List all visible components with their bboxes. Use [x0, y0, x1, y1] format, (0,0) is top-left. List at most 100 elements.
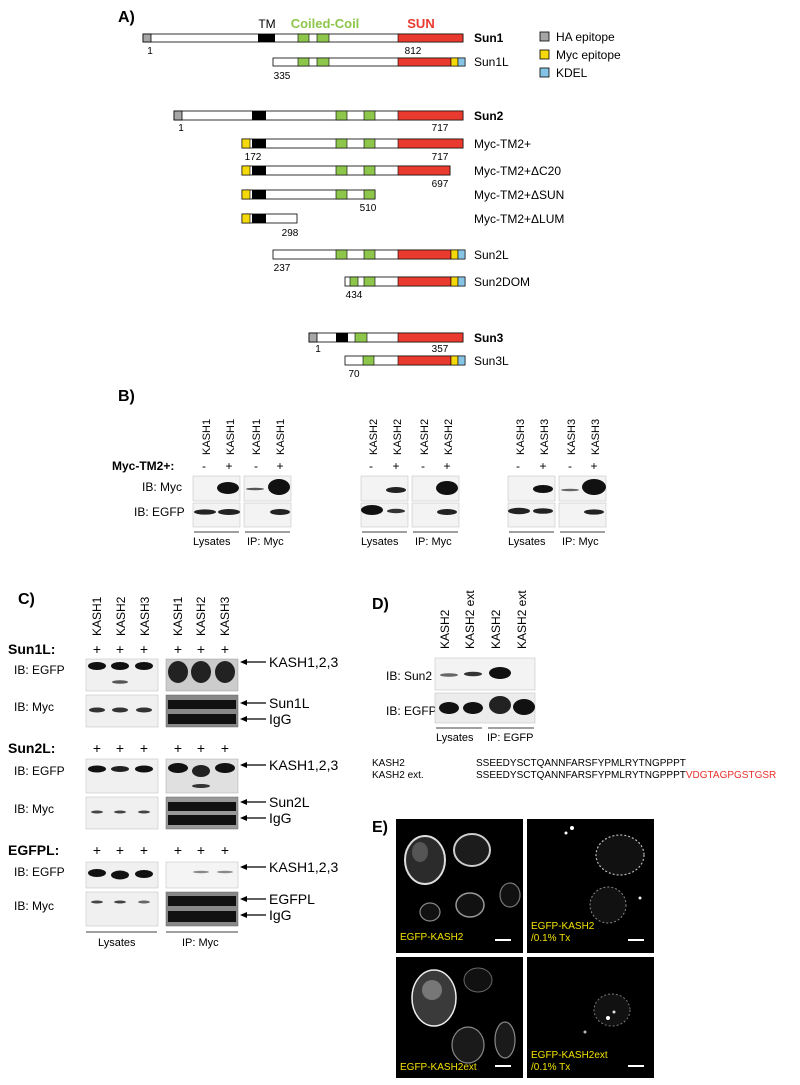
c-block-sun1l: Sun1L: + + + + + + IB: EGFP IB: Myc: [8, 641, 338, 728]
c1-igg-label: IgG: [269, 711, 292, 727]
e-tile-2: EGFP-KASH2 /0.1% Tx: [527, 819, 654, 953]
c1-plus5: +: [197, 641, 205, 657]
construct-sun2dom: 434 Sun2DOM: [344, 275, 530, 301]
b3-lane1: KASH3: [515, 419, 527, 455]
myc-tm2-dsun-end: 510: [360, 203, 377, 214]
b-ib-myc: IB: Myc: [142, 480, 182, 494]
b1-minus1: -: [202, 459, 206, 473]
b2-lysates: Lysates: [361, 536, 399, 548]
b2-lane2: KASH2: [392, 419, 404, 455]
b3-ip: IP: Myc: [562, 536, 599, 548]
sun2l-label: Sun2L: [474, 248, 509, 262]
d-ib-sun2: IB: Sun2: [386, 669, 432, 683]
c-ip-lane3: KASH3: [218, 596, 232, 636]
c3-plus5: +: [197, 842, 205, 858]
b2-lane1: KASH2: [368, 419, 380, 455]
sun2-start: 1: [178, 123, 184, 134]
c-lys-lane1: KASH1: [90, 596, 104, 636]
b2-lane3: KASH2: [419, 419, 431, 455]
c1-ib-myc: IB: Myc: [14, 700, 54, 714]
e-tile2-sub: /0.1% Tx: [531, 933, 570, 944]
myc-tm2-label: Myc-TM2+: [474, 137, 531, 151]
c1-kash-label: KASH1,2,3: [269, 654, 338, 670]
sun2l-start: 237: [274, 263, 291, 274]
sun1l-label: Sun1L: [474, 55, 509, 69]
c2-plus3: +: [140, 740, 148, 756]
b3-lane4: KASH3: [590, 419, 602, 455]
b2-minus2: -: [421, 459, 425, 473]
c2-plus1: +: [93, 740, 101, 756]
b3-minus1: -: [516, 459, 520, 473]
c2-ib-egfp: IB: EGFP: [14, 764, 65, 778]
b-group-kash2: KASH2 KASH2 KASH2 KASH2 - + - + Lysates …: [360, 419, 460, 548]
b3-plus2: +: [590, 459, 597, 473]
b1-plus2: +: [276, 459, 283, 473]
myc-tm2-dsun-label: Myc-TM2+ΔSUN: [474, 188, 564, 202]
legend: HA epitope Myc epitope KDEL: [539, 30, 621, 80]
panel-d-label: D): [372, 596, 389, 613]
panel-a: A) TM Coiled-Coil SUN HA epitope Myc epi…: [118, 9, 621, 380]
c1-plus6: +: [221, 641, 229, 657]
c-block2-label: Sun2L:: [8, 740, 55, 756]
c3-igg-label: IgG: [269, 907, 292, 923]
c2-band-label: Sun2L: [269, 794, 310, 810]
c-block-egfpl: EGFPL: + + + + + + IB: EGFP IB: Myc: [8, 842, 338, 927]
panel-e: E) EGFP-KASH2 EGFP-KASH2 /0.1% Tx: [372, 819, 654, 1078]
c3-plus4: +: [174, 842, 182, 858]
b-ib-egfp: IB: EGFP: [134, 505, 185, 519]
e-tile4-label: EGFP-KASH2ext: [531, 1050, 608, 1061]
b-group-kash3: KASH3 KASH3 KASH3 KASH3 - + - + Lysates …: [507, 419, 607, 548]
b3-lane2: KASH3: [539, 419, 551, 455]
construct-sun1: 1 812 Sun1: [142, 31, 504, 57]
sun3-end: 357: [432, 344, 449, 355]
c-block-sun2l: Sun2L: + + + + + + IB: EGFP IB: Myc: [8, 740, 338, 830]
e-tile4-sub: /0.1% Tx: [531, 1062, 570, 1073]
b3-lysates: Lysates: [508, 536, 546, 548]
c-ip: IP: Myc: [182, 937, 219, 949]
c1-band-label: Sun1L: [269, 695, 310, 711]
legend-myc-label: Myc epitope: [556, 48, 621, 62]
c-lys-lane3: KASH3: [138, 596, 152, 636]
construct-myc-tm2-dc20: 697 Myc-TM2+ΔC20: [241, 164, 561, 190]
legend-ha-label: HA epitope: [556, 30, 615, 44]
construct-sun3l: 70 Sun3L: [344, 354, 509, 380]
b2-lane4: KASH2: [443, 419, 455, 455]
b1-lane2: KASH1: [225, 419, 237, 455]
myc-tm2-dlum-end: 298: [282, 228, 299, 239]
construct-myc-tm2-dsun: 510 Myc-TM2+ΔSUN: [241, 188, 564, 214]
panel-d: D) KASH2 KASH2 ext KASH2 KASH2 ext IB: S…: [372, 590, 776, 781]
tm-header: TM: [258, 17, 275, 31]
d-seq2-core: SSEEDYSCTQANNFARSFYPMLRYTNGPPPT: [476, 770, 686, 781]
c1-plus1: +: [93, 641, 101, 657]
construct-sun1l: 335 Sun1L: [272, 55, 509, 82]
c-ip-lane1: KASH1: [171, 596, 185, 636]
e-tile-1: EGFP-KASH2: [396, 819, 523, 953]
c-lys-lane2: KASH2: [114, 596, 128, 636]
c3-plus1: +: [93, 842, 101, 858]
legend-kdel-swatch: [539, 67, 550, 78]
c1-plus2: +: [116, 641, 124, 657]
e-tile2-label: EGFP-KASH2: [531, 921, 595, 932]
c3-plus6: +: [221, 842, 229, 858]
myc-tm2-dc20-end: 697: [432, 179, 449, 190]
b3-minus2: -: [568, 459, 572, 473]
d-lysates: Lysates: [436, 732, 474, 744]
legend-kdel-label: KDEL: [556, 66, 588, 80]
e-tile3-label: EGFP-KASH2ext: [400, 1062, 477, 1073]
construct-myc-tm2: 172 717 Myc-TM2+: [241, 137, 531, 163]
panel-e-label: E): [372, 819, 388, 836]
sun3l-start: 70: [348, 369, 360, 380]
c3-ib-myc: IB: Myc: [14, 899, 54, 913]
panel-c: C) KASH1 KASH2 KASH3 KASH1 KASH2 KASH3 S…: [8, 591, 338, 949]
c1-plus3: +: [140, 641, 148, 657]
c3-kash-label: KASH1,2,3: [269, 859, 338, 875]
sun1-label: Sun1: [474, 31, 504, 45]
d-seq2: SSEEDYSCTQANNFARSFYPMLRYTNGPPPTVDGTAGPGS…: [476, 770, 776, 781]
myc-tm2-end: 717: [432, 152, 449, 163]
c2-ib-myc: IB: Myc: [14, 802, 54, 816]
sun-header: SUN: [407, 16, 434, 31]
b2-ip: IP: Myc: [415, 536, 452, 548]
sun1-start: 1: [147, 46, 153, 57]
panel-b: B) Myc-TM2+: IB: Myc IB: EGFP KASH1 KASH…: [112, 388, 607, 548]
